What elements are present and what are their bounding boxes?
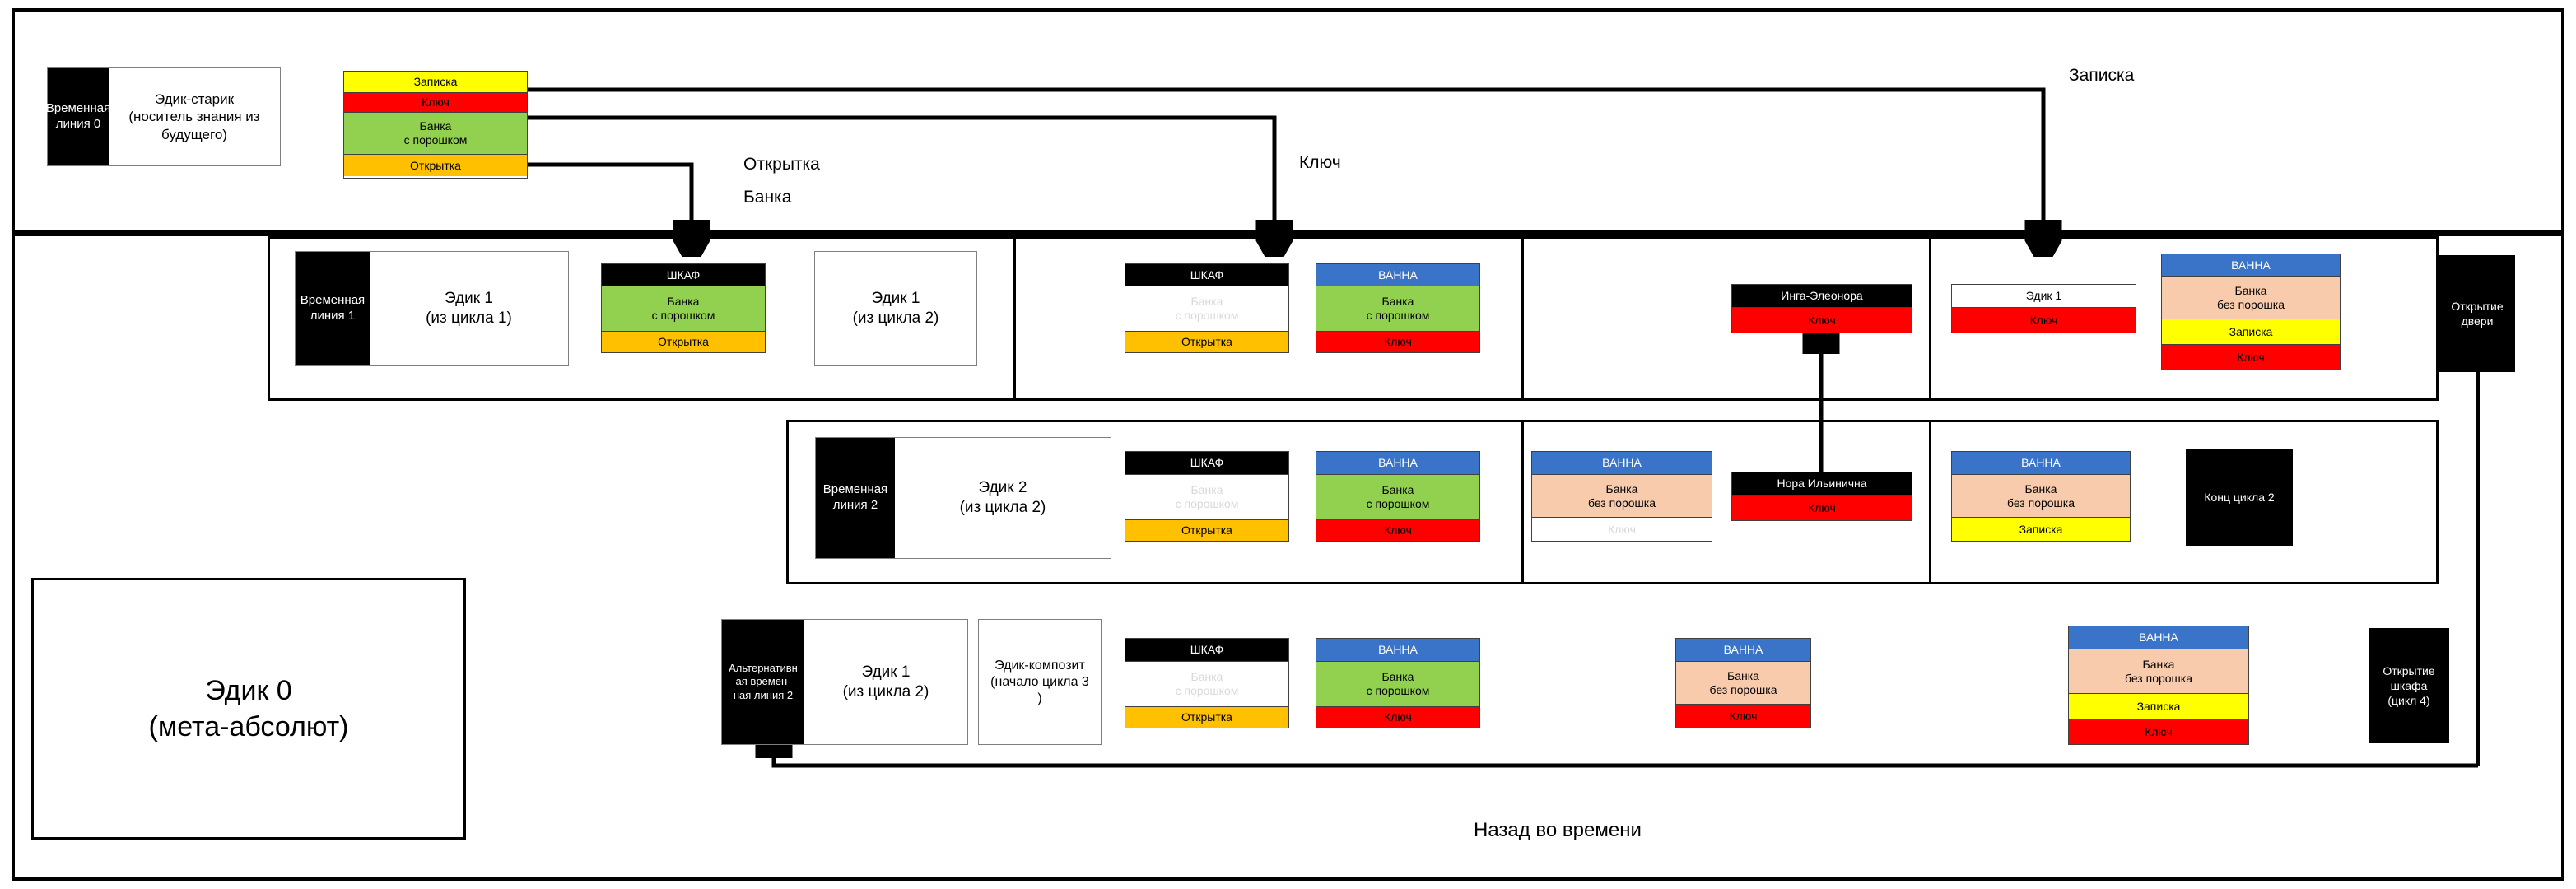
row-frame-timeline-2 [786,420,2439,584]
stack-item-banka-bez-poroshka[interactable]: Банка без порошка [2069,649,2248,694]
stack-item-banka[interactable]: Банка с порошком [1316,662,1479,707]
item-zapiska[interactable]: Записка [344,72,527,93]
column-divider-2 [1521,236,1524,401]
stack-header-vanna: ВАННА [2069,626,2248,649]
stack-vanna-row3-c[interactable]: ВАННА Банка без порошка Записка Ключ [2068,626,2249,745]
timeline-label: Временная линия 2 [816,438,895,558]
item-kluch[interactable]: Ключ [344,93,527,113]
meta-box-edik-0[interactable]: Эдик 0 (мета-абсолют) [31,578,466,840]
stack-item-banka[interactable]: Банка с порошком [1316,475,1479,520]
timeline-label: Временная линия 1 [296,252,370,365]
person-card-edik-kompozit[interactable]: Эдик-композит (начало цикла 3 ) [978,619,1102,745]
footer-label-back-in-time: Назад во времени [1474,819,1642,841]
person-card-edik1-cycle1[interactable]: Временная линия 1 Эдик 1 (из цикла 1) [295,251,569,366]
row-frame-timeline-1 [268,236,2439,401]
stack-item-otkrytka[interactable]: Открытка [1125,707,1288,728]
item-otkrytka[interactable]: Открытка [344,155,527,176]
stack-item-kluch[interactable]: Ключ [1316,707,1479,728]
stack-header-vanna: ВАННА [1532,452,1712,475]
person-card-edik2-cycle2[interactable]: Временная линия 2 Эдик 2 (из цикла 2) [815,437,1111,559]
person-name: Эдик 2 (из цикла 2) [959,479,1046,516]
stack-header-vanna: ВАННА [1676,639,1810,662]
person-name: Эдик 1 (из цикла 2) [842,663,929,700]
stack-header-shkaf: ШКАФ [602,264,765,286]
column-divider-5 [1929,420,1931,584]
stack-shkaf-row1-b[interactable]: ШКАФ Банка с порошком Открытка [1125,263,1289,353]
stack-item-kluch[interactable]: Ключ [2069,719,2248,744]
person-card-edik-starik[interactable]: Временная линия 0 Эдик-старик (носитель … [46,67,281,166]
stack-header-vanna: ВАННА [2162,254,2340,277]
stack-item-kluch[interactable]: Ключ [1316,332,1479,352]
stack-item-banka-ghost[interactable]: Банка с порошком [1125,662,1288,707]
timeline-label: Временная линия 0 [46,68,110,165]
stack-header-shkaf: ШКАФ [1125,264,1288,286]
stack-header-vanna: ВАННА [1316,639,1479,662]
stack-header-vanna: ВАННА [1316,452,1479,475]
stack-item-kluch[interactable]: Ключ [2162,345,2340,370]
stack-shkaf-row2[interactable]: ШКАФ Банка с порошком Открытка [1125,451,1289,542]
stack-vanna-row1-b[interactable]: ВАННА Банка без порошка Записка Ключ [2161,254,2341,370]
stack-vanna-row1-a[interactable]: ВАННА Банка с порошком Ключ [1316,263,1480,353]
event-otkrytie-dveri[interactable]: Открытие двери [2439,255,2515,372]
stack-item-zapiska[interactable]: Записка [2069,694,2248,719]
stack-item-banka[interactable]: Банка с порошком [1316,286,1479,332]
transfer-label-kluch: Ключ [1299,153,1341,172]
stack-header-shkaf: ШКАФ [1125,452,1288,475]
stack-item-kluch[interactable]: Ключ [1676,705,1810,728]
stack-item-otkrytka[interactable]: Открытка [1125,332,1288,352]
stack-header-edik1: Эдик 1 [1952,285,2136,308]
person-card-edik1-cycle2[interactable]: Эдик 1 (из цикла 2) [814,251,977,366]
stack-vanna-row2-b[interactable]: ВАННА Банка без порошка Ключ [1531,451,1712,542]
stack-inga-eleonora[interactable]: Инга-Элеонора Ключ [1731,284,1912,333]
inventory-stack-edik-starik[interactable]: Записка Ключ Банка с порошком Открытка [343,71,528,179]
stack-item-banka-ghost[interactable]: Банка с порошком [1125,286,1288,332]
transfer-label-zapiska: Записка [2069,66,2135,85]
stack-shkaf-row1-a[interactable]: ШКАФ Банка с порошком Открытка [601,263,766,353]
stack-header-nora-ilinichna: Нора Ильинична [1732,472,1912,496]
stack-header-vanna: ВАННА [1316,264,1479,286]
stack-item-kluch[interactable]: Ключ [1732,308,1912,333]
stack-item-banka[interactable]: Банка с порошком [602,286,765,332]
stack-vanna-row2-a[interactable]: ВАННА Банка с порошком Ключ [1316,451,1480,542]
stack-item-banka-ghost[interactable]: Банка с порошком [1125,475,1288,520]
transfer-label-otkrytka: Открытка [743,155,820,174]
stack-item-kluch-ghost[interactable]: Ключ [1532,518,1712,541]
stack-edik1-kluch[interactable]: Эдик 1 Ключ [1951,284,2136,333]
person-card-alt-timeline-2[interactable]: Альтернативн ая времен- ная линия 2 Эдик… [721,619,968,745]
stack-item-banka-bez-poroshka[interactable]: Банка без порошка [1676,662,1810,705]
stack-item-kluch[interactable]: Ключ [1732,496,1912,520]
stack-vanna-row3-b[interactable]: ВАННА Банка без порошка Ключ [1675,638,1811,728]
timeline-label: Альтернативн ая времен- ная линия 2 [722,620,804,744]
stack-item-zapiska[interactable]: Записка [2162,319,2340,345]
timelines-outer-frame [12,233,2564,881]
stack-item-kluch[interactable]: Ключ [1952,308,2136,333]
person-name: Эдик 1 (из цикла 1) [426,290,512,327]
person-name: Эдик-старик (носитель знания из будущего… [128,91,260,142]
stack-vanna-row2-c[interactable]: ВАННА Банка без порошка Записка [1951,451,2131,542]
stack-item-banka-bez-poroshka[interactable]: Банка без порошка [1952,475,2130,518]
stack-item-otkrytka[interactable]: Открытка [1125,520,1288,541]
column-divider-3 [1929,236,1931,401]
stack-header-shkaf: ШКАФ [1125,639,1288,662]
stack-item-zapiska[interactable]: Записка [1952,518,2130,541]
column-divider-4 [1521,420,1524,584]
timeline-0-band [12,8,2564,233]
stack-header-inga-eleonora: Инга-Элеонора [1732,285,1912,308]
stack-vanna-row3-a[interactable]: ВАННА Банка с порошком Ключ [1316,638,1480,728]
stack-shkaf-row3[interactable]: ШКАФ Банка с порошком Открытка [1125,638,1289,728]
event-konec-cikla-2[interactable]: Конц цикла 2 [2186,449,2293,546]
stack-item-banka-bez-poroshka[interactable]: Банка без порошка [2162,277,2340,319]
stack-item-kluch[interactable]: Ключ [1316,520,1479,541]
stack-nora-ilinichna[interactable]: Нора Ильинична Ключ [1731,472,1912,521]
stack-item-banka-bez-poroshka[interactable]: Банка без порошка [1532,475,1712,518]
column-divider-1 [1013,236,1016,401]
stack-item-otkrytka[interactable]: Открытка [602,332,765,352]
event-otkrytie-shkafa-cycle-4[interactable]: Открытие шкафа (цикл 4) [2369,628,2449,743]
stack-header-vanna: ВАННА [1952,452,2130,475]
transfer-label-banka: Банка [743,188,792,207]
item-banka-s-poroshkom[interactable]: Банка с порошком [344,113,527,155]
